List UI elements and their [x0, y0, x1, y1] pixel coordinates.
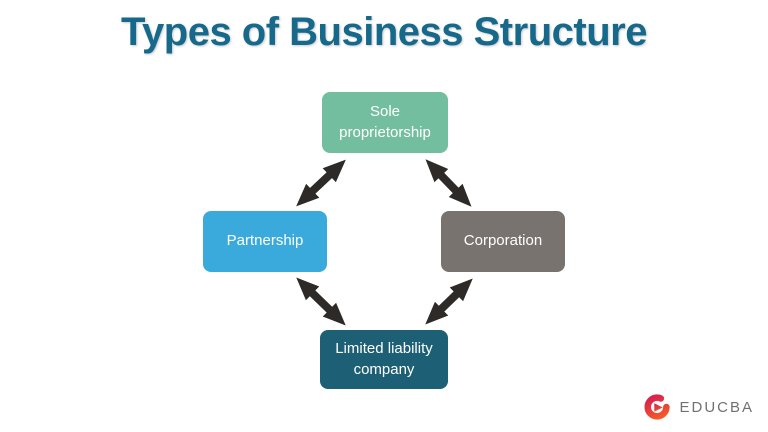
node-partnership: Partnership	[203, 211, 327, 272]
arrow-partnership-llc	[296, 277, 346, 326]
educba-logo-icon	[644, 394, 671, 420]
educba-logo: EDUCBA	[644, 392, 754, 422]
node-limited-liability-company: Limited liability company	[320, 330, 448, 389]
arrow-corporation-llc	[425, 278, 473, 325]
educba-logo-text: EDUCBA	[679, 398, 754, 416]
node-corporation-label: Corporation	[463, 232, 543, 250]
node-limited-liability-company-label: Limited liability company	[335, 340, 433, 378]
arrow-sole-partnership	[296, 159, 346, 207]
node-sole-proprietorship: Sole proprietorship	[322, 92, 448, 153]
node-corporation: Corporation	[441, 211, 565, 272]
node-partnership-label: Partnership	[226, 232, 304, 250]
arrow-sole-corporation	[425, 159, 472, 207]
node-sole-proprietorship-label: Sole proprietorship	[339, 103, 431, 141]
page-title: Types of Business Structure	[121, 10, 647, 54]
